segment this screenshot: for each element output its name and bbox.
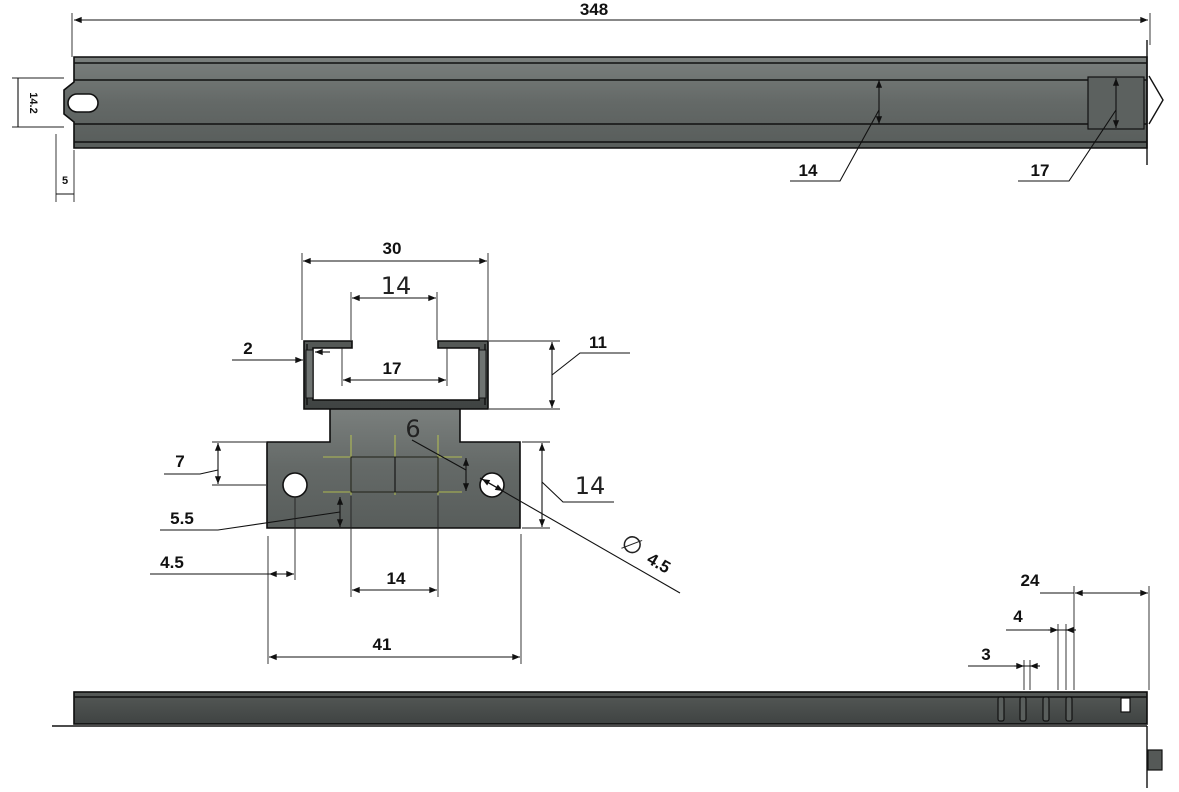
dim-end-width-17: 17 [1031, 161, 1050, 180]
dim-step-7: 7 [175, 452, 184, 471]
dim-notch-width-3: 3 [981, 645, 990, 664]
dim-outer-width-30: 30 [383, 239, 402, 258]
dim-hole-diameter-symbol: ∅ [616, 528, 648, 563]
dim-base-height-14: 14 [575, 472, 606, 500]
dim-slot-offset-5: 5 [62, 175, 68, 187]
dim-length-348: 348 [580, 0, 608, 19]
cross-section-view: 30 14 17 2 11 7 6 14 [150, 239, 681, 664]
dim-center-width-14: 14 [387, 569, 406, 588]
side-end-slot [1120, 697, 1131, 713]
side-notch-2 [1019, 696, 1027, 722]
dim-inner-width-17: 17 [383, 359, 402, 378]
dim-inner-width-14: 14 [799, 161, 818, 180]
dim-height-14-2: 14.2 [27, 92, 39, 113]
dim-hole-edge-4-5: 4.5 [160, 553, 184, 572]
side-notch-3 [1042, 696, 1050, 722]
dim-end-length-24: 24 [1021, 571, 1040, 590]
dim-inner-opening-14: 14 [381, 272, 412, 300]
section-c-channel [303, 340, 489, 410]
side-notch-4 [1065, 696, 1073, 722]
dim-base-width-41: 41 [373, 635, 392, 654]
side-notch-1 [997, 696, 1005, 722]
dim-hole-diameter-4-5: 4.5 [644, 549, 674, 577]
dim-center-depth-6: 6 [405, 415, 420, 443]
top-rail-slot [67, 93, 99, 113]
top-rail-body [63, 56, 1148, 149]
section-base-plate [266, 406, 521, 529]
dim-notch-spacing-4: 4 [1013, 607, 1023, 626]
top-view: 348 14.2 5 14 17 [12, 0, 1164, 202]
side-end-tab [1147, 749, 1163, 771]
dim-height-11: 11 [589, 333, 607, 352]
side-view: 24 4 3 [52, 571, 1163, 788]
section-hole-left [282, 472, 308, 498]
dim-wall-2: 2 [243, 339, 252, 358]
dim-hole-offset-5-5: 5.5 [170, 509, 194, 528]
